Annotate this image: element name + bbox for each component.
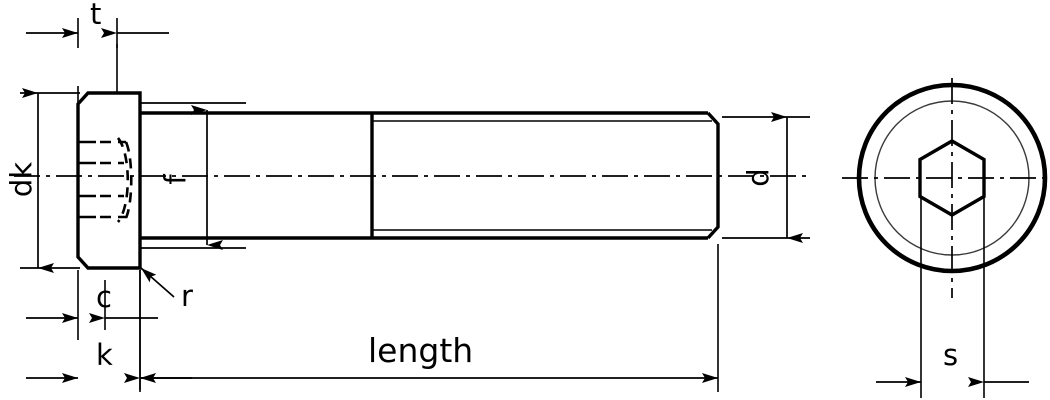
dimension-c [26,270,158,390]
dimension-length [139,244,719,392]
label-d: d [741,168,776,187]
label-c: c [96,280,112,314]
dimension-d [722,112,810,243]
label-dk: dk [4,161,39,198]
label-t: t [90,0,102,31]
thread-root-lines [372,120,712,231]
label-f: f [158,174,193,185]
end-view-centerlines [842,78,1048,298]
label-length: length [368,331,474,370]
label-k: k [96,338,113,372]
label-r: r [181,279,193,313]
screw-shank-plain [140,111,372,240]
dimension-t [26,18,169,104]
dimension-s [876,196,1029,398]
dimension-r-leader [140,267,175,298]
socket-hidden-dashes [100,140,126,219]
dimension-dk [20,88,80,273]
dimension-f [140,102,246,250]
socket-hidden-arc [116,137,133,223]
socket-hidden-lines [78,140,96,219]
label-s: s [943,338,959,372]
